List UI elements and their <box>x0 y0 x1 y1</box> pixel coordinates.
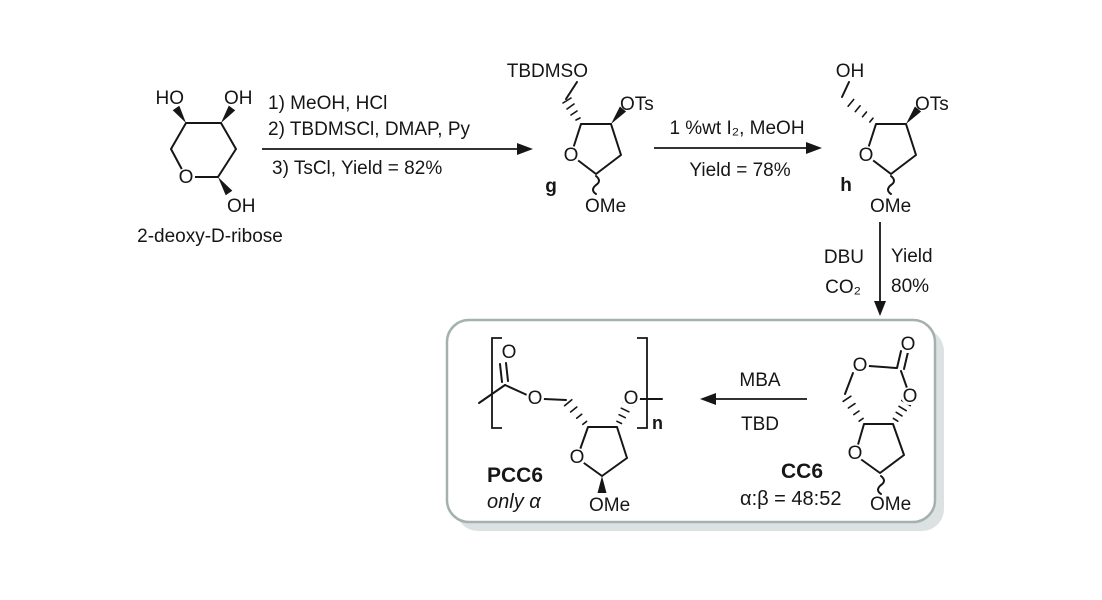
reagent-mba: MBA <box>739 370 781 391</box>
atom-label-oh-bottom: OH <box>227 196 256 217</box>
atom-mask <box>500 343 518 361</box>
c-to-ester-o-bond <box>504 384 528 396</box>
atom-label-ots: OTs <box>915 94 949 115</box>
compound-caption: 2-deoxy-D-ribose <box>137 226 283 247</box>
reagent-line-1: 1) MeOH, HCl <box>268 93 387 114</box>
atom-label-ring-o: O <box>859 145 874 166</box>
reaction-arrow-3: DBU CO₂ Yield 80% <box>824 222 933 316</box>
atom-mask <box>846 444 864 462</box>
arrow-head-icon <box>517 143 533 155</box>
wedge-bond-ots <box>611 106 627 124</box>
atom-label-ester-o: O <box>528 388 543 409</box>
stereochem-note: only α <box>487 491 541 513</box>
hashed-bond-left <box>563 398 588 426</box>
yield-below: Yield = 78% <box>689 160 790 181</box>
reagent-dbu: DBU <box>824 247 864 268</box>
furanose-ring <box>570 123 622 175</box>
carbonate-ring <box>844 350 909 395</box>
wedge-bond-ome <box>597 476 607 493</box>
reagent-line-3: 3) TsCl, Yield = 82% <box>272 158 442 179</box>
atom-mask <box>526 389 544 407</box>
arrow-head-icon <box>700 393 716 405</box>
atom-label-ring-o: O <box>179 167 194 188</box>
atom-mask <box>177 168 195 186</box>
compound-label-cc6: CC6 <box>781 460 823 483</box>
atom-label-ome: OMe <box>585 196 626 217</box>
atom-label-right-o: O <box>903 386 918 407</box>
carbonyl-double-bond <box>499 362 509 383</box>
repeat-bracket-left <box>491 337 502 429</box>
compound-label-h: h <box>840 175 852 196</box>
reagent-co2: CO₂ <box>825 277 861 298</box>
atom-label-ho: HO <box>156 88 185 109</box>
yield-word: Yield <box>891 246 933 267</box>
reagent-above: 1 %wt I₂, MeOH <box>669 118 804 139</box>
structure-cc6: O O O O OMe CC6 α:β = 48:52 <box>740 334 919 515</box>
hashed-bond-left <box>842 395 864 423</box>
atom-mask <box>622 389 640 407</box>
atom-label-link-o: O <box>624 388 639 409</box>
compound-label-pcc6: PCC6 <box>487 464 543 487</box>
backbone-stub-left <box>478 384 506 404</box>
squiggle-anomeric-bond <box>887 175 895 195</box>
yield-value: 80% <box>891 276 929 297</box>
atom-mask <box>901 387 919 405</box>
squiggle-anomeric-bond <box>592 175 600 195</box>
repeat-bracket-right <box>637 337 648 429</box>
product-highlight-box <box>445 318 944 531</box>
reaction-arrow-2: 1 %wt I₂, MeOH Yield = 78% <box>654 118 822 181</box>
reagent-tbd: TBD <box>741 414 779 435</box>
atom-label-tbdmso: TBDMSO <box>507 61 588 82</box>
atom-label-ring-o: O <box>848 443 863 464</box>
atom-label-ring-o: O <box>564 145 579 166</box>
atom-label-ome: OMe <box>870 494 911 515</box>
hashed-bond-substituent <box>562 97 581 121</box>
furanose-ring <box>865 123 917 175</box>
wedge-bond-ho <box>172 105 186 123</box>
atom-mask <box>899 335 917 353</box>
atom-label-carbonyl-o: O <box>901 334 916 355</box>
box-outline <box>445 318 937 524</box>
repeat-subscript-n: n <box>652 413 663 433</box>
atom-mask <box>562 146 580 164</box>
atom-label-oh: OH <box>836 61 865 82</box>
arrow-head-icon <box>806 142 822 154</box>
anomer-ratio: α:β = 48:52 <box>740 488 841 510</box>
structure-pcc6: O O O O n OMe PCC6 only α <box>478 337 663 516</box>
atom-label-left-o: O <box>853 355 868 376</box>
structure-h: OH OTs O h OMe <box>836 61 949 217</box>
wedge-bond-oh-top <box>221 105 236 123</box>
ch2-bond <box>841 81 850 98</box>
structure-2-deoxy-D-ribose: HO OH O OH 2-deoxy-D-ribose <box>137 88 283 247</box>
squiggle-anomeric-bond <box>877 475 885 495</box>
reagent-line-2: 2) TBDMSCl, DMAP, Py <box>268 119 471 140</box>
wedge-bond-ots <box>906 106 922 124</box>
atom-label-ome: OMe <box>589 495 630 516</box>
atom-label-oh-top: OH <box>224 88 253 109</box>
arrow-head-icon <box>874 301 886 316</box>
o-to-ch2-bond <box>543 398 567 401</box>
atom-label-ots: OTs <box>620 94 654 115</box>
reaction-arrow-1: 1) MeOH, HCl 2) TBDMSCl, DMAP, Py 3) TsC… <box>262 93 533 179</box>
compound-label-g: g <box>545 176 557 197</box>
atom-label-ring-o: O <box>570 447 585 468</box>
ch2-bond <box>565 81 578 100</box>
reaction-arrow-4: MBA TBD <box>700 370 807 435</box>
atom-mask <box>857 146 875 164</box>
structure-g: TBDMSO OTs O g OMe <box>507 61 654 217</box>
atom-mask <box>568 448 586 466</box>
atom-label-ome: OMe <box>870 196 911 217</box>
atom-label-carbonyl-o: O <box>502 342 517 363</box>
atom-mask <box>851 356 869 374</box>
wedge-bond-oh-bottom <box>218 177 233 196</box>
hashed-bond-substituent <box>847 98 874 123</box>
